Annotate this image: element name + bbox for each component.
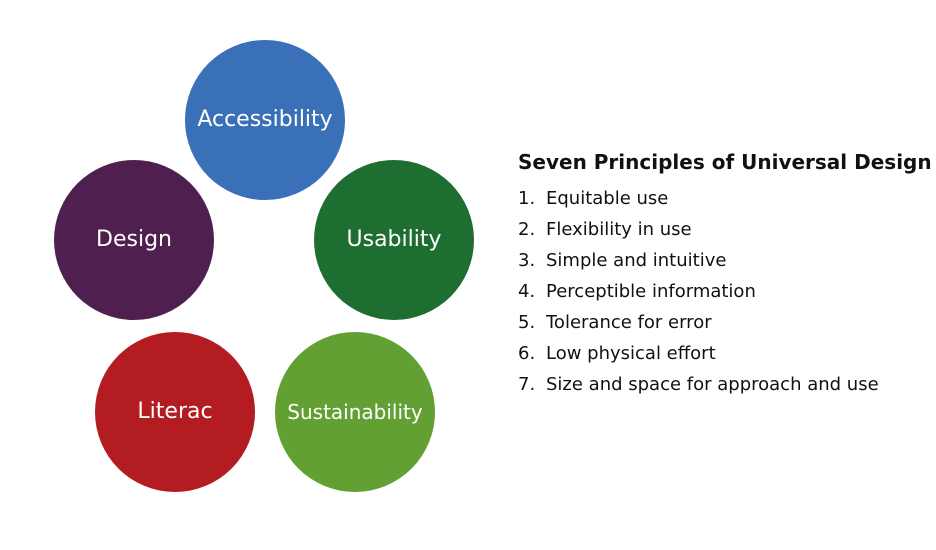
principle-number: 4. (518, 281, 536, 302)
principle-text: Size and space for approach and use (546, 374, 879, 395)
principle-number: 5. (518, 312, 536, 333)
principle-item: 7. Size and space for approach and use (518, 369, 928, 400)
usability-label: Usability (346, 227, 442, 252)
principle-number: 2. (518, 219, 536, 240)
principle-item: 2. Flexibility in use (518, 214, 928, 245)
principle-text: Simple and intuitive (546, 250, 727, 271)
accessibility-circle: Accessibility (185, 40, 345, 200)
principle-number: 6. (518, 343, 536, 364)
principle-item: 1. Equitable use (518, 183, 928, 214)
literacy-circle: Literac (95, 332, 255, 492)
principles-list: 1. Equitable use 2. Flexibility in use 3… (518, 183, 928, 400)
principle-item: 6. Low physical effort (518, 338, 928, 369)
sustainability-label: Sustainability (287, 400, 423, 424)
principle-item: 4. Perceptible information (518, 276, 928, 307)
principle-number: 1. (518, 188, 536, 209)
principles-title: Seven Principles of Universal Design (518, 150, 932, 174)
sustainability-circle: Sustainability (275, 332, 435, 492)
principle-text: Perceptible information (546, 281, 756, 302)
accessibility-label: Accessibility (197, 107, 333, 132)
principle-text: Equitable use (546, 188, 669, 209)
design-label: Design (96, 227, 172, 252)
principle-text: Flexibility in use (546, 219, 692, 240)
principle-number: 3. (518, 250, 536, 271)
principle-item: 5. Tolerance for error (518, 307, 928, 338)
design-circle: Design (54, 160, 214, 320)
principle-text: Low physical effort (546, 343, 716, 364)
principle-number: 7. (518, 374, 536, 395)
literacy-label: Literac (137, 399, 213, 424)
principle-text: Tolerance for error (546, 312, 712, 333)
principle-item: 3. Simple and intuitive (518, 245, 928, 276)
usability-circle: Usability (314, 160, 474, 320)
principles-panel: Seven Principles of Universal Design 1. … (518, 150, 932, 400)
